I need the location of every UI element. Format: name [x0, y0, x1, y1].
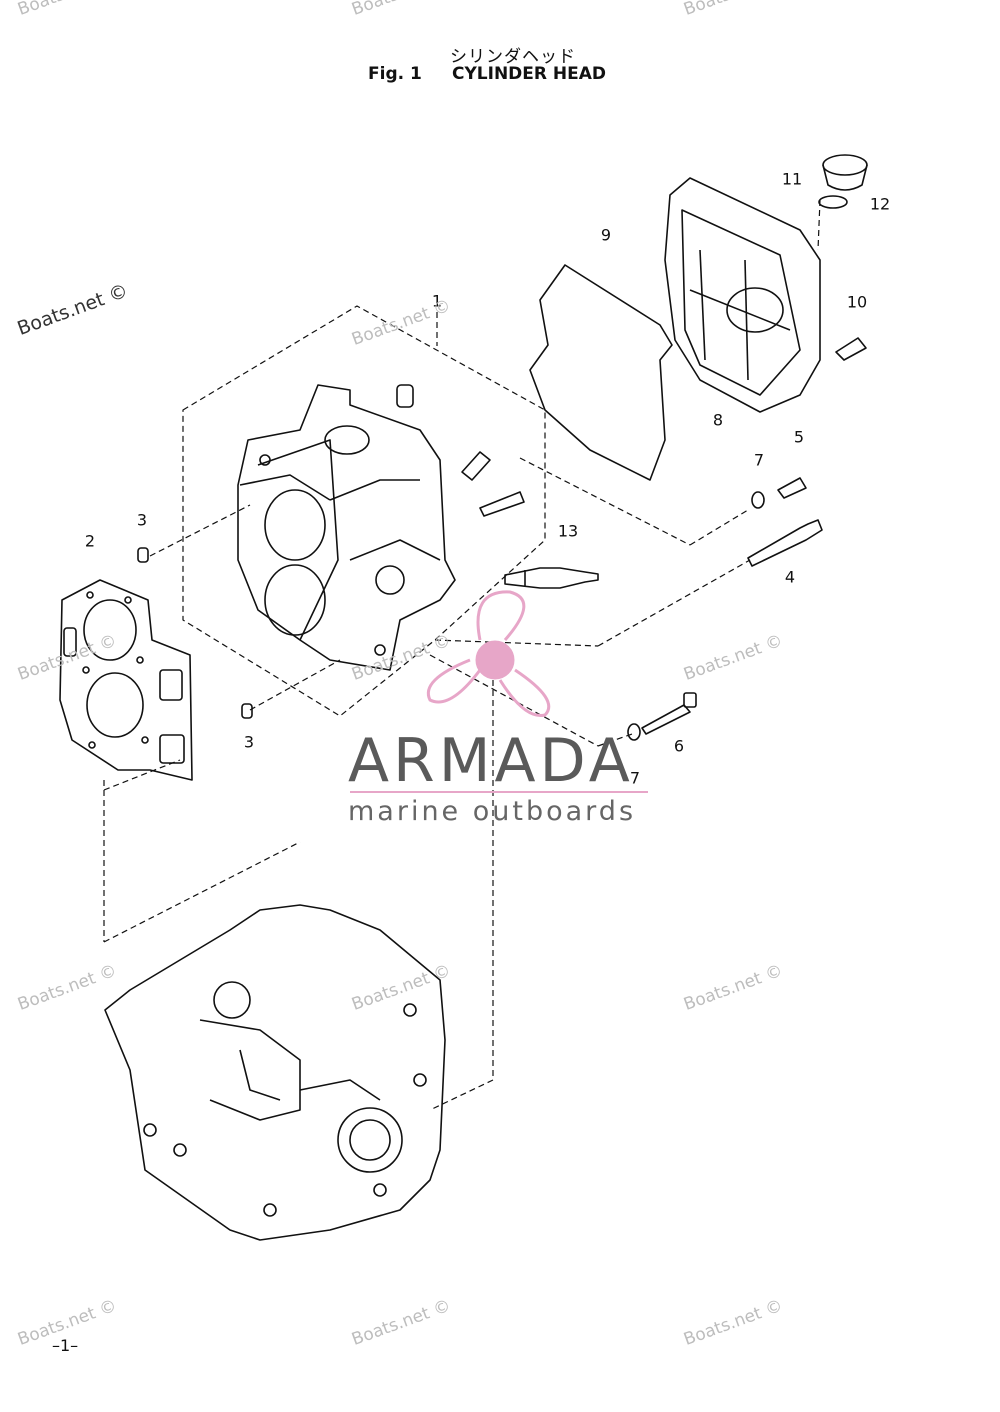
bolts-drawing [627, 477, 823, 741]
callout-part-13: 13 [557, 521, 579, 541]
callout-part-1: 1 [431, 291, 443, 311]
oil-cap-drawing [818, 154, 868, 209]
page-number: –1– [52, 1336, 79, 1355]
cover-bolt-drawing [835, 337, 867, 361]
figure-title: CYLINDER HEAD [452, 64, 607, 84]
callout-part-3-bottom: 3 [243, 732, 255, 752]
callout-part-12: 12 [869, 194, 891, 214]
spark-plug-drawing [504, 567, 599, 589]
dowel-pin-drawing [137, 547, 253, 719]
engine-block-drawing [104, 904, 446, 1241]
cylinder-head-cover-drawing [664, 177, 821, 413]
propeller-logo [427, 590, 551, 718]
callout-part-8: 8 [712, 410, 724, 430]
title-japanese: シリンダヘッド [450, 47, 576, 67]
callout-part-7-bottom: 7 [629, 768, 641, 788]
callout-part-5: 5 [793, 427, 805, 447]
brand-divider [350, 791, 648, 793]
figure-label: Fig. 1 [368, 64, 422, 84]
callout-part-6: 6 [673, 736, 685, 756]
brand-logo-text: ARMADA [348, 726, 634, 796]
valve-parts-drawing [396, 384, 525, 517]
callout-part-3-top: 3 [136, 510, 148, 530]
head-gasket-drawing [59, 579, 193, 781]
cylinder-head-drawing [237, 384, 456, 671]
callout-part-2: 2 [84, 531, 96, 551]
callout-part-10: 10 [846, 292, 868, 312]
brand-tagline: marine outboards [348, 796, 637, 827]
leader-lines [103, 199, 821, 1111]
callout-part-7-top: 7 [753, 450, 765, 470]
callout-part-4: 4 [784, 567, 796, 587]
cover-gasket-drawing [529, 264, 673, 481]
cylinder-head-group-outline [182, 305, 546, 717]
callout-part-11: 11 [781, 169, 803, 189]
callout-part-9: 9 [600, 225, 612, 245]
